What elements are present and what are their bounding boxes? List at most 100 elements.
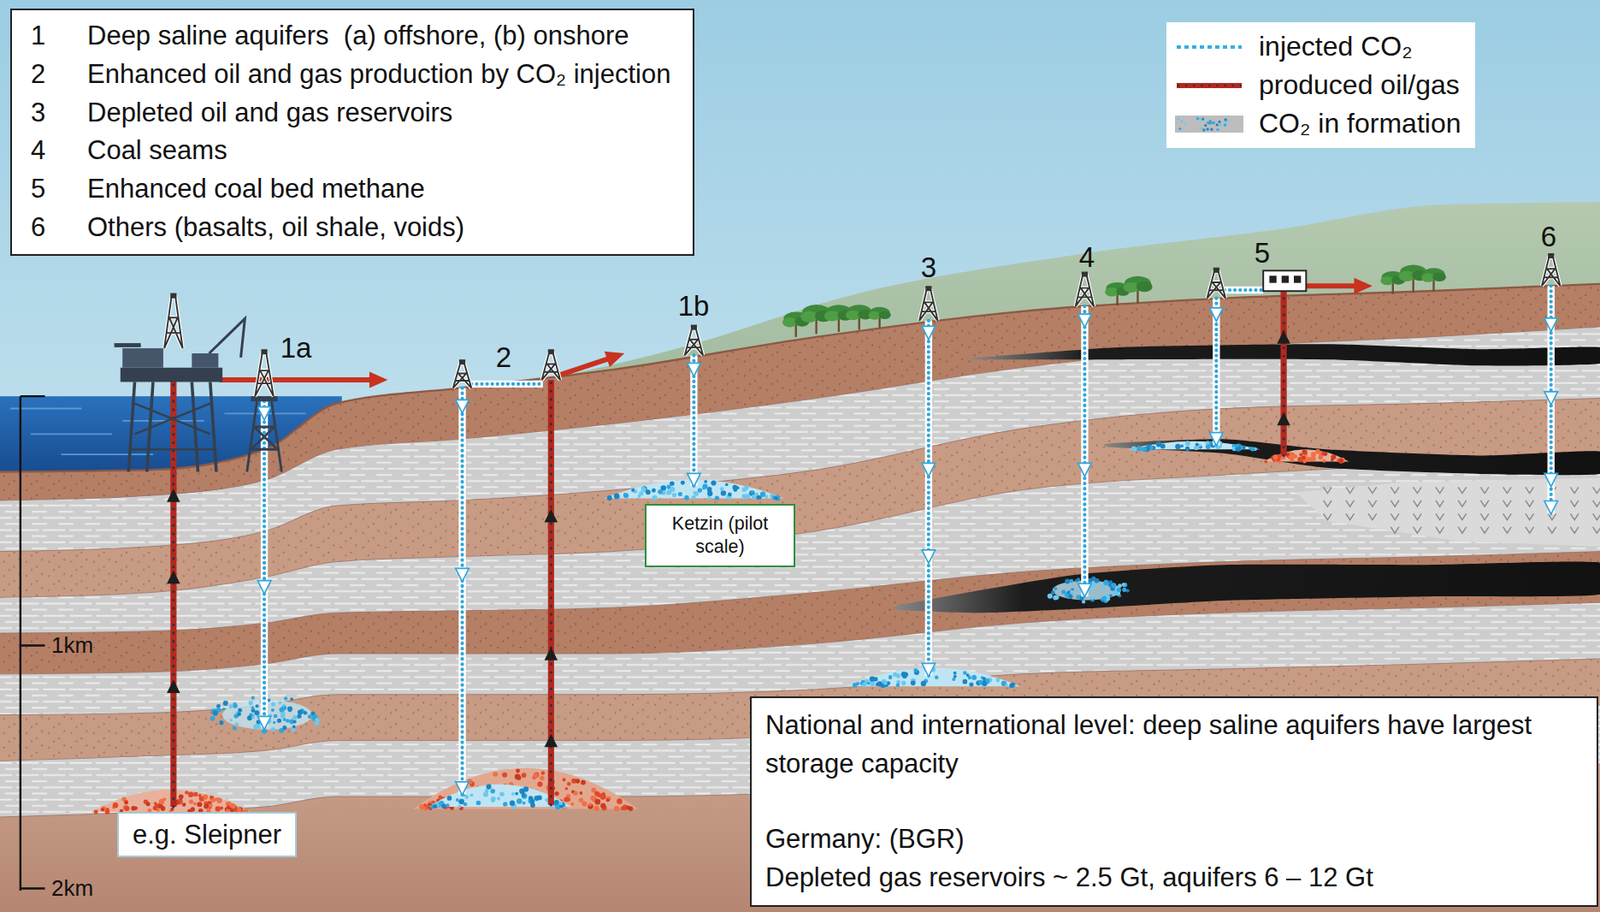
illustration-part [193, 801, 197, 805]
illustration-part [146, 801, 151, 806]
illustration-part [680, 480, 685, 485]
illustration-part [1136, 281, 1153, 292]
illustration-part [1331, 454, 1336, 459]
production-well [1282, 290, 1284, 455]
illustration-part [1082, 306, 1087, 597]
flow-arrow [1276, 412, 1291, 426]
illustration-part [534, 795, 540, 801]
illustration-part [1269, 275, 1276, 283]
illustration-part [1263, 460, 1268, 464]
illustration-part [590, 795, 596, 801]
illustration-part [641, 485, 648, 492]
illustration-part [292, 724, 296, 728]
illustration-part [234, 721, 238, 726]
illustration-part [1091, 576, 1096, 581]
illustration-part [921, 680, 927, 686]
illustration-part [1117, 583, 1122, 588]
jacket-rig [247, 395, 283, 472]
illustration-part [594, 791, 600, 797]
illustration-part [1281, 275, 1289, 283]
illustration-part [684, 328, 703, 355]
illustration-part [657, 489, 663, 495]
swatch-dot [1210, 127, 1213, 130]
illustration-part [314, 717, 319, 722]
illustration-part [1305, 283, 1360, 289]
illustration-part [666, 489, 672, 495]
illustration-part [251, 395, 278, 402]
illustration-part [1080, 306, 1088, 597]
illustration-part [565, 786, 569, 791]
illustration-part [606, 797, 610, 802]
illustration-part [287, 705, 293, 711]
illustration-part [1004, 683, 1009, 687]
derrick-icon [542, 348, 561, 380]
illustration-part [199, 796, 204, 801]
illustration-part [570, 802, 574, 806]
illustration-part [170, 293, 177, 299]
illustration-part [160, 805, 166, 811]
illustration-part [953, 671, 957, 675]
callout-number: 1b [678, 290, 710, 322]
illustration-part [581, 801, 587, 807]
illustration-part [1323, 451, 1329, 456]
coal-seam [1104, 438, 1600, 475]
illustration-part [578, 797, 585, 803]
illustration-part [1282, 290, 1286, 455]
basalt-marks [1323, 486, 1600, 533]
illustration-part [303, 710, 308, 715]
illustration-part [985, 678, 990, 682]
illustration-part [1432, 272, 1447, 283]
illustration-part [188, 798, 194, 803]
co2-plume [1047, 576, 1130, 604]
illustration-part [867, 681, 871, 685]
illustration-part [744, 493, 750, 499]
illustration-part [511, 791, 515, 796]
derrick-icon [1075, 271, 1094, 308]
illustration-part [707, 495, 712, 501]
illustration-part [638, 490, 644, 496]
swatch-dot [1184, 122, 1187, 125]
illustration-part [282, 712, 285, 715]
illustration-part [445, 802, 449, 807]
illustration-part [222, 707, 226, 711]
illustration-part [966, 673, 970, 677]
illustration-part [251, 706, 255, 710]
illustration-part [164, 296, 183, 349]
illustration-part [684, 495, 690, 501]
swatch-dot [1218, 123, 1222, 126]
reservoir-fill [844, 666, 1021, 688]
illustration-part [876, 680, 882, 686]
illustration-part [566, 797, 571, 802]
illustration-part [453, 363, 472, 389]
illustration-part [188, 791, 194, 798]
flow-arrow [544, 733, 559, 748]
illustration-part [926, 320, 931, 676]
output-arrow [219, 371, 389, 389]
illustration-part [496, 796, 501, 800]
swatch-dot [1178, 127, 1181, 130]
illustration-part [441, 803, 446, 809]
illustration-part [114, 342, 142, 348]
illustration-part [888, 674, 892, 679]
swatch-dot [1217, 119, 1221, 123]
illustration-part [460, 388, 464, 795]
illustration-part [278, 707, 284, 713]
illustration-part [1069, 578, 1075, 584]
illustration-part [1069, 589, 1075, 594]
illustration-part [557, 357, 614, 377]
illustration-part [288, 708, 292, 713]
flow-arrow [257, 580, 272, 595]
item-number: 2 [30, 55, 88, 95]
illustration-part [159, 798, 166, 805]
swatch-dot [1224, 120, 1228, 124]
illustration-part [521, 772, 527, 778]
illustration-part [251, 715, 254, 719]
illustration-part [432, 803, 437, 809]
illustration-part [1297, 456, 1303, 462]
illustration-part [476, 800, 482, 806]
illustration-part [702, 483, 708, 489]
illustration-part [913, 667, 918, 673]
illustration-part [228, 703, 233, 709]
illustration-part [533, 772, 539, 778]
item-text: Coal seams [87, 131, 671, 171]
